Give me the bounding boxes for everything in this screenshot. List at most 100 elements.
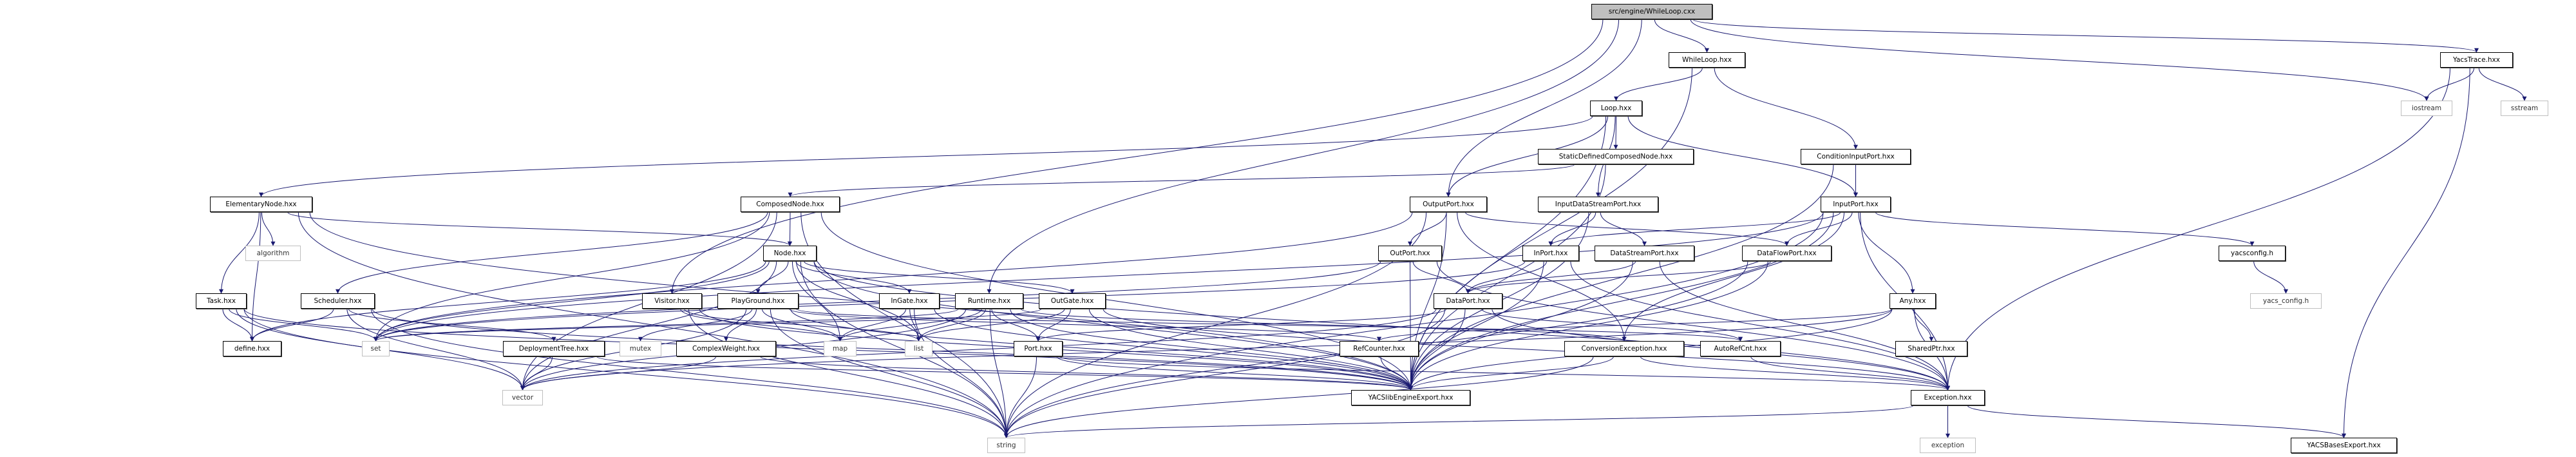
node-any-hxx[interactable]: Any.hxx bbox=[1889, 293, 1936, 309]
edge-yacstrace-hxx-to-yacsbasesexport-hxx bbox=[2342, 67, 2470, 438]
edge-visitor-hxx-to-string bbox=[688, 308, 1009, 438]
node-staticdefinedcomposednode-hxx[interactable]: StaticDefinedComposedNode.hxx bbox=[1538, 149, 1694, 164]
edge-ingate-hxx-to-yacslibengineexport-hxx bbox=[934, 308, 1413, 391]
edge-conversionexception-hxx-to-yacslibengineexport-hxx bbox=[1408, 356, 1614, 391]
edge-inport-hxx-to-set bbox=[374, 260, 1526, 342]
node-algorithm: algorithm bbox=[245, 246, 301, 261]
edge-playground-hxx-to-autorefcnt-hxx bbox=[795, 308, 1743, 342]
node-task-hxx[interactable]: Task.hxx bbox=[196, 293, 247, 309]
edge-elementarynode-hxx-to-yacslibengineexport-hxx bbox=[309, 211, 1413, 391]
node-vector: vector bbox=[502, 390, 543, 405]
node-sharedptr-hxx[interactable]: SharedPtr.hxx bbox=[1895, 341, 1967, 356]
edge-inputport-hxx-to-dataflowport-hxx bbox=[1785, 211, 1853, 246]
edge-src-engine-whileloop-cxx-to-runtime-hxx bbox=[987, 19, 1620, 294]
edge-elementarynode-hxx-to-define-hxx bbox=[250, 211, 261, 342]
node-sstream: sstream bbox=[2501, 101, 2548, 116]
node-conditioninputport-hxx[interactable]: ConditionInputPort.hxx bbox=[1801, 149, 1911, 164]
node-playground-hxx[interactable]: PlayGround.hxx bbox=[717, 293, 799, 309]
edge-src-engine-whileloop-cxx-to-yacstrace-hxx bbox=[1692, 19, 2479, 53]
edge-datastreamport-hxx-to-exception-hxx bbox=[1659, 260, 1950, 391]
node-yacslibengineexport-hxx[interactable]: YACSlibEngineExport.hxx bbox=[1351, 390, 1470, 405]
edge-ingate-hxx-to-string bbox=[914, 308, 1009, 438]
node-outport-hxx[interactable]: OutPort.hxx bbox=[1378, 246, 1442, 261]
node-scheduler-hxx[interactable]: Scheduler.hxx bbox=[301, 293, 375, 309]
node-mutex: mutex bbox=[620, 341, 661, 356]
edge-scheduler-hxx-to-define-hxx bbox=[250, 308, 334, 342]
node-port-hxx[interactable]: Port.hxx bbox=[1014, 341, 1063, 356]
edge-loop-hxx-to-elementarynode-hxx bbox=[259, 115, 1593, 197]
node-exception-hxx[interactable]: Exception.hxx bbox=[1911, 390, 1985, 405]
node-runtime-hxx[interactable]: Runtime.hxx bbox=[955, 293, 1023, 309]
edge-dataflowport-hxx-to-dataport-hxx bbox=[1466, 260, 1772, 294]
node-define-hxx[interactable]: define.hxx bbox=[223, 341, 281, 356]
edge-runtime-hxx-to-port-hxx bbox=[991, 308, 1041, 342]
node-elementarynode-hxx[interactable]: ElementaryNode.hxx bbox=[210, 197, 312, 212]
edge-outputport-hxx-to-dataflowport-hxx bbox=[1464, 211, 1789, 246]
node-refcounter-hxx[interactable]: RefCounter.hxx bbox=[1340, 341, 1419, 356]
edge-node-hxx-to-list bbox=[796, 260, 921, 342]
edge-task-hxx-to-set bbox=[229, 308, 378, 342]
edge-inputport-hxx-to-set bbox=[374, 211, 1824, 342]
edge-src-engine-whileloop-cxx-to-visitor-hxx bbox=[670, 19, 1604, 294]
node-ingate-hxx[interactable]: InGate.hxx bbox=[879, 293, 940, 309]
node-outputport-hxx[interactable]: OutputPort.hxx bbox=[1410, 197, 1487, 212]
edge-outport-hxx-to-set bbox=[374, 260, 1381, 342]
edge-node-hxx-to-exception-hxx bbox=[813, 260, 1950, 391]
edge-staticdefinedcomposednode-hxx-to-composednode-hxx bbox=[788, 164, 1575, 197]
node-yacsbasesexport-hxx[interactable]: YACSBasesExport.hxx bbox=[2291, 438, 2397, 453]
edge-elementarynode-hxx-to-node-hxx bbox=[287, 211, 792, 246]
node-visitor-hxx[interactable]: Visitor.hxx bbox=[642, 293, 702, 309]
edge-node-hxx-to-define-hxx bbox=[250, 260, 766, 342]
edge-deploymenttree-hxx-to-yacslibengineexport-hxx bbox=[596, 356, 1413, 391]
edge-loop-hxx-to-yacslibengineexport-hxx bbox=[1408, 115, 1607, 391]
node-yacstrace-hxx[interactable]: YacsTrace.hxx bbox=[2440, 52, 2513, 68]
edge-src-engine-whileloop-cxx-to-whileloop-hxx bbox=[1654, 19, 1709, 53]
node-outgate-hxx[interactable]: OutGate.hxx bbox=[1039, 293, 1106, 309]
node-datastreamport-hxx[interactable]: DataStreamPort.hxx bbox=[1595, 246, 1694, 261]
edge-port-hxx-to-exception-hxx bbox=[1059, 356, 1950, 391]
edge-runtime-hxx-to-list bbox=[916, 308, 987, 342]
node-whileloop-hxx[interactable]: WhileLoop.hxx bbox=[1669, 52, 1745, 68]
edge-loop-hxx-to-outputport-hxx bbox=[1446, 115, 1608, 197]
edge-dataport-hxx-to-yacslibengineexport-hxx bbox=[1408, 308, 1466, 391]
edge-yacsconfig-h-to-yacs-config-h bbox=[2253, 260, 2288, 294]
node-inputport-hxx[interactable]: InputPort.hxx bbox=[1821, 197, 1891, 212]
node-src-engine-whileloop-cxx[interactable]: src/engine/WhileLoop.cxx bbox=[1591, 4, 1712, 19]
edge-deploymenttree-hxx-to-vector bbox=[520, 356, 553, 391]
edge-scheduler-hxx-to-yacslibengineexport-hxx bbox=[372, 308, 1413, 391]
node-dataflowport-hxx[interactable]: DataFlowPort.hxx bbox=[1742, 246, 1832, 261]
edge-exception-hxx-to-yacsbasesexport-hxx bbox=[1967, 405, 2346, 438]
edge-whileloop-hxx-to-conditioninputport-hxx bbox=[1714, 67, 1858, 150]
edge-src-engine-whileloop-cxx-to-iostream bbox=[1690, 19, 2429, 101]
edge-datastreamport-hxx-to-dataport-hxx bbox=[1466, 260, 1636, 294]
edge-task-hxx-to-define-hxx bbox=[222, 308, 254, 342]
node-node-hxx[interactable]: Node.hxx bbox=[763, 246, 817, 261]
node-conversionexception-hxx[interactable]: ConversionException.hxx bbox=[1564, 341, 1684, 356]
edge-scheduler-hxx-to-string bbox=[370, 308, 1009, 438]
edge-complexweight-hxx-to-vector bbox=[520, 356, 717, 391]
edge-yacstrace-hxx-to-exception-hxx bbox=[1946, 67, 2450, 391]
edge-inputport-hxx-to-conversionexception-hxx bbox=[1622, 211, 1845, 342]
edge-composednode-hxx-to-scheduler-hxx bbox=[336, 211, 768, 294]
edge-runtime-hxx-to-set bbox=[374, 308, 959, 342]
edge-conversionexception-hxx-to-exception-hxx bbox=[1640, 356, 1950, 391]
edge-outgate-hxx-to-list bbox=[916, 308, 1065, 342]
node-autorefcnt-hxx[interactable]: AutoRefCnt.hxx bbox=[1700, 341, 1781, 356]
edge-node-hxx-to-string bbox=[800, 260, 1009, 438]
node-deploymenttree-hxx[interactable]: DeploymentTree.hxx bbox=[503, 341, 605, 356]
node-inputdatastreamport-hxx[interactable]: InputDataStreamPort.hxx bbox=[1538, 197, 1658, 212]
edge-playground-hxx-to-refcounter-hxx bbox=[788, 308, 1381, 342]
node-complexweight-hxx[interactable]: ComplexWeight.hxx bbox=[676, 341, 776, 356]
edge-datastreamport-hxx-to-yacslibengineexport-hxx bbox=[1408, 260, 1633, 391]
edge-outputport-hxx-to-set bbox=[374, 211, 1413, 342]
node-yacsconfig-h[interactable]: yacsconfig.h bbox=[2219, 246, 2286, 261]
node-loop-hxx[interactable]: Loop.hxx bbox=[1590, 101, 1642, 116]
node-composednode-hxx[interactable]: ComposedNode.hxx bbox=[741, 197, 840, 212]
edge-whileloop-hxx-to-loop-hxx bbox=[1614, 67, 1703, 101]
edge-elementarynode-hxx-to-task-hxx bbox=[219, 211, 260, 294]
node-inport-hxx[interactable]: InPort.hxx bbox=[1522, 246, 1579, 261]
node-string: string bbox=[987, 438, 1025, 453]
node-dataport-hxx[interactable]: DataPort.hxx bbox=[1434, 293, 1502, 309]
edge-composednode-hxx-to-set bbox=[374, 211, 770, 342]
